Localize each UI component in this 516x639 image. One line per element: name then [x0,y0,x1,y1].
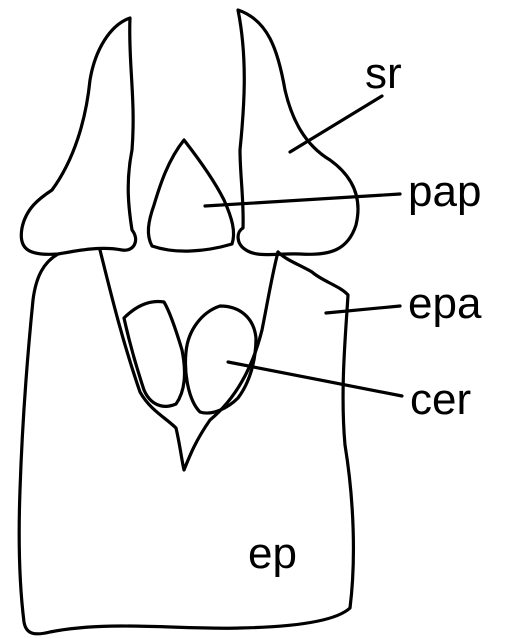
sr-leader-line [290,96,382,152]
label-pap: pap [408,167,481,216]
label-ep: ep [248,529,297,578]
pap-plate-outline [148,140,233,251]
epandrium-outline [19,252,353,634]
left-cercus-outline [124,302,184,407]
epa-leader-line [326,306,400,313]
right-cercus-outline [186,306,256,413]
central-plate-outline [100,250,278,470]
label-epa: epa [408,279,482,328]
right-surstylus-outline [238,10,358,255]
cer-leader-line [228,362,402,396]
pap-leader-line [205,194,400,206]
left-surstylus-outline [21,18,135,254]
label-sr: sr [365,49,402,98]
label-cer: cer [410,375,471,424]
